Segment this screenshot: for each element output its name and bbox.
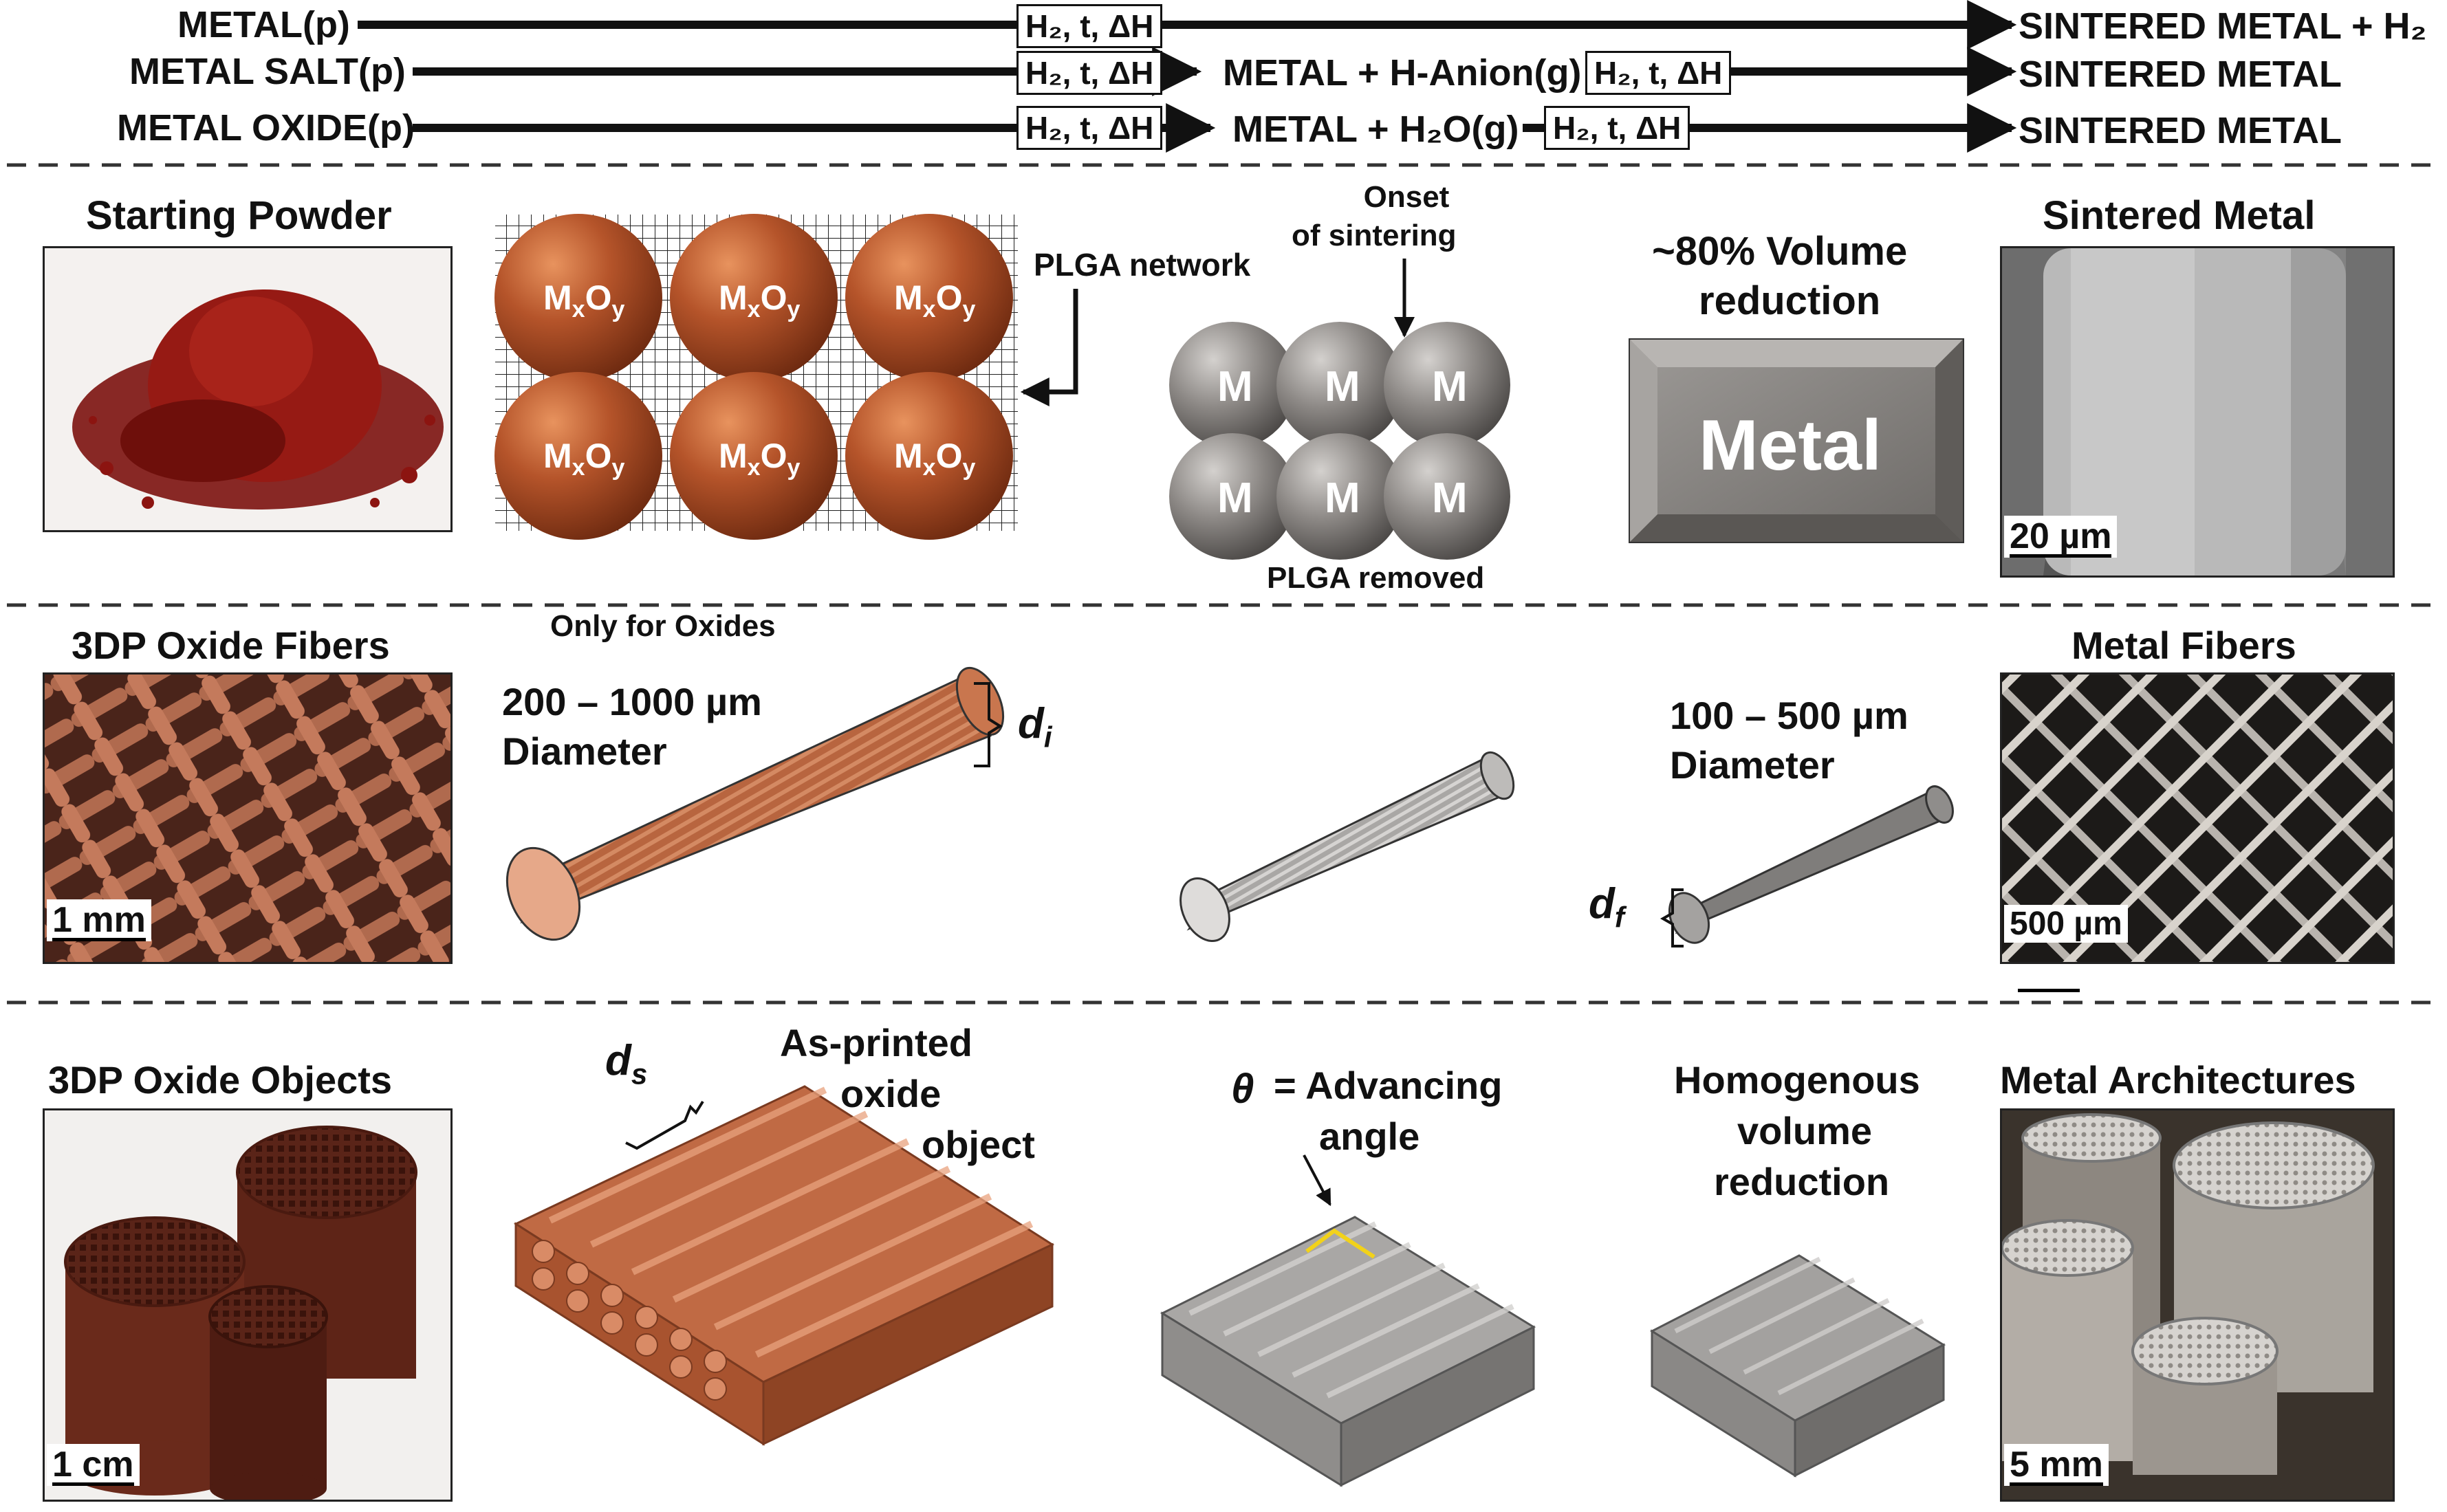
reaction-1-product: SINTERED METAL + H₂ (2019, 6, 2427, 47)
metal-architectures-title: Metal Architectures (2000, 1058, 2356, 1102)
theta-symbol: θ (1231, 1066, 1254, 1112)
plga-network-arrow (1020, 289, 1078, 406)
reaction-3-reactant: METAL OXIDE(p) (117, 107, 415, 149)
df-bracket (1660, 888, 1684, 947)
metal-particle-1: M (1217, 363, 1253, 410)
theta-arrow (1303, 1154, 1331, 1207)
metal-fibers-scale-line (2018, 989, 2080, 992)
onset-label-2: of sintering (1292, 219, 1457, 252)
ds-letter: d (605, 1037, 631, 1084)
homogenous-line-2: volume (1737, 1109, 1873, 1152)
reaction-2-intermediate: METAL + H-Anion(g) (1219, 52, 1586, 94)
onset-arrow (1394, 259, 1415, 338)
as-printed-line-2: oxide (840, 1072, 942, 1115)
reaction-3-condition-1: H₂, t, ΔH (1016, 106, 1163, 150)
starting-powder-photo (43, 246, 453, 532)
oxide-objects-scalebar: 1 cm (47, 1444, 140, 1486)
sintered-metal-scalebar: 20 µm (2004, 516, 2118, 558)
metal-architectures-photo (2000, 1108, 2395, 1502)
metal-particle-3: M (1432, 363, 1468, 410)
ds-label: ds (605, 1037, 647, 1091)
volume-reduction-line-2: reduction (1699, 278, 1881, 323)
metal-lattice (1649, 1254, 1946, 1478)
di-subscript: i (1043, 721, 1052, 754)
metal-block-label: Metal (1699, 406, 1882, 485)
oxide-objects-photo (43, 1108, 453, 1502)
reaction-3-intermediate: METAL + H₂O(g) (1228, 109, 1523, 151)
df-subscript: f (1614, 901, 1624, 934)
metal-cylinders (2002, 1110, 2393, 1500)
sintered-metal-title: Sintered Metal (2043, 193, 2316, 238)
metal-particle-4: M (1217, 474, 1253, 522)
di-label: di (1018, 700, 1052, 754)
ds-subscript: s (631, 1058, 648, 1091)
particle-label-4: MxOy (543, 437, 625, 481)
oxide-fibers-scale-label: 1 mm (52, 900, 146, 940)
df-label: df (1589, 880, 1624, 934)
particle-label-3: MxOy (894, 278, 976, 322)
df-letter: d (1589, 880, 1615, 928)
metal-fibers-title: Metal Fibers (2071, 624, 2296, 667)
sintered-metal-sem (2000, 246, 2395, 578)
metal-arch-scalebar: 5 mm (2004, 1444, 2109, 1486)
reaction-2-reactant: METAL SALT(p) (129, 51, 406, 92)
particle-label-6: MxOy (894, 437, 976, 481)
particle-label-2: MxOy (719, 278, 801, 322)
oxide-cylinder (505, 666, 1005, 941)
only-oxides-label: Only for Oxides (550, 609, 776, 643)
oxide-particles-in-plga (494, 214, 1018, 540)
homogenous-line-3: reduction (1714, 1160, 1890, 1203)
oxide-diameter-line-1: 200 – 1000 µm (502, 680, 762, 723)
metal-arch-scale-label: 5 mm (2010, 1445, 2103, 1484)
as-printed-line-3: object (922, 1123, 1035, 1166)
metal-particles-sintering (1169, 322, 1510, 560)
plga-network-label: PLGA network (1034, 247, 1251, 283)
starting-powder-title: Starting Powder (86, 193, 392, 238)
reaction-1-condition: H₂, t, ΔH (1016, 4, 1163, 48)
di-letter: d (1018, 700, 1044, 747)
particle-label-1: MxOy (543, 278, 625, 322)
sintered-scale-label: 20 µm (2010, 516, 2112, 556)
metal-diameter-line-1: 100 – 500 µm (1670, 694, 1908, 737)
metal-fibers-scalebar: 500 µm (2004, 905, 2128, 943)
oxide-fibers-scalebar: 1 mm (47, 899, 151, 941)
as-printed-line-1: As-printed (780, 1021, 972, 1064)
powder-heap (72, 289, 444, 510)
intermediate-cylinder (1179, 751, 1515, 943)
reaction-1-reactant: METAL(p) (177, 4, 350, 45)
reaction-3-product: SINTERED METAL (2019, 110, 2342, 151)
oxide-fibers-title: 3DP Oxide Fibers (72, 624, 390, 667)
oxide-objects-scale-label: 1 cm (52, 1445, 134, 1484)
plga-removed-label: PLGA removed (1267, 561, 1485, 595)
advancing-line-1: = Advancing (1274, 1064, 1503, 1107)
homogenous-line-1: Homogenous (1674, 1058, 1920, 1102)
metal-diameter-line-2: Diameter (1670, 743, 1835, 787)
metal-fiber-cylinder (1668, 785, 1954, 944)
reaction-2-product: SINTERED METAL (2019, 54, 2342, 95)
onset-label-1: Onset (1363, 180, 1450, 214)
metal-block (1629, 338, 1964, 543)
metal-particle-6: M (1432, 474, 1468, 522)
reaction-3-condition-2: H₂, t, ΔH (1544, 106, 1690, 150)
reaction-2-condition-2: H₂, t, ΔH (1585, 51, 1732, 95)
as-printed-lattice (513, 1085, 1055, 1446)
di-bracket (974, 682, 1003, 767)
particle-label-5: MxOy (719, 437, 801, 481)
advancing-line-2: angle (1319, 1115, 1420, 1158)
advancing-lattice (1160, 1216, 1536, 1487)
oxide-objects-title: 3DP Oxide Objects (48, 1058, 393, 1102)
metal-particle-5: M (1325, 474, 1360, 522)
oxide-cylinders (64, 1126, 417, 1500)
metal-fibers-scale-label: 500 µm (2010, 906, 2122, 942)
ds-bracket (625, 1100, 704, 1150)
metal-particle-2: M (1325, 363, 1360, 410)
volume-reduction-line-1: ~80% Volume (1652, 229, 1908, 274)
oxide-diameter-line-2: Diameter (502, 730, 667, 773)
reaction-2-condition-1: H₂, t, ΔH (1016, 51, 1163, 95)
